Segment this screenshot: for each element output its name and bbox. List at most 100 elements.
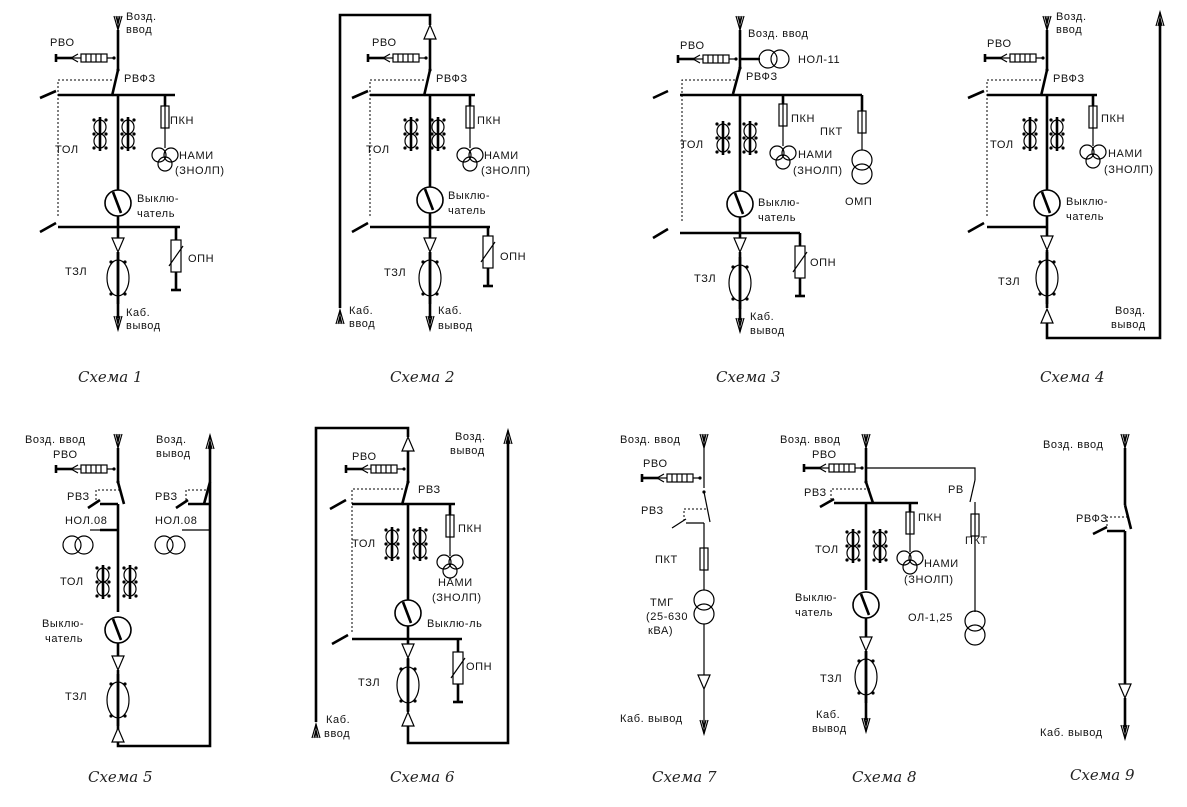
s4-in-label-1: Возд.	[1056, 11, 1087, 23]
s2-breaker-label-1: Выклю-	[448, 190, 490, 202]
s3-pkt-label: ПКТ	[820, 126, 843, 138]
s1-out-label-2: вывод	[126, 320, 161, 332]
s3-nol-label: НОЛ-11	[798, 54, 840, 66]
s8-breaker-label-2: чатель	[795, 607, 833, 619]
s2-rvfz-label: РВФЗ	[436, 73, 468, 85]
s4-breaker-label-1: Выклю-	[1066, 196, 1108, 208]
s8-out-label-2: вывод	[812, 723, 847, 735]
s2-nami-label: НАМИ	[484, 150, 519, 162]
s2-out-label-1: Каб.	[438, 305, 462, 317]
s4-out-label-2: вывод	[1111, 319, 1146, 331]
s2-tol-label: ТОЛ	[366, 144, 390, 156]
scheme-3: Возд. ввод РВО НОЛ-11 РВФЗ ТОЛ ПКН НАМИ …	[652, 15, 873, 386]
s3-omp-label: ОМП	[845, 196, 872, 208]
s8-rv-label: РВ	[948, 484, 964, 496]
s1-rvfz-label: РВФЗ	[124, 73, 156, 85]
s2-cable-in-label-1: Каб.	[349, 305, 373, 317]
s7-pkt-label: ПКТ	[655, 554, 678, 566]
scheme-9: Возд. ввод РВФЗ Каб. вывод Схема 9	[1040, 433, 1135, 784]
s3-out-label-2: вывод	[750, 325, 785, 337]
scheme-4: Возд. ввод РВО РВФЗ ТОЛ ПКН НАМИ (ЗНОЛП)…	[967, 11, 1165, 386]
s2-pkn-label: ПКН	[477, 115, 501, 127]
s1-in-label-1: Возд.	[126, 11, 157, 23]
s6-rvo-label: РВО	[352, 451, 377, 463]
s5-tzl-label: ТЗЛ	[65, 691, 87, 703]
s2-tzl-label: ТЗЛ	[384, 267, 406, 279]
s4-breaker-label-2: чатель	[1066, 211, 1104, 223]
scheme-6: РВО РВЗ ТОЛ ПКН НАМИ (ЗНОЛП) Выклю-ль ТЗ…	[311, 426, 513, 786]
s8-rvz-label: РВЗ	[804, 487, 827, 499]
s3-opn-label: ОПН	[810, 257, 836, 269]
s3-breaker-label-1: Выклю-	[758, 197, 800, 209]
s6-out-label-1: Возд.	[455, 431, 486, 443]
s5-nol2-label: НОЛ.08	[155, 515, 198, 527]
scheme-8: Возд. ввод РВО РВ ПКТ ОЛ-1,25 РВЗ ТОЛ ПК…	[780, 433, 988, 786]
s5-nol1-label: НОЛ.08	[65, 515, 108, 527]
s3-caption: Схема 3	[716, 368, 781, 386]
s6-nami-label: НАМИ	[438, 577, 473, 589]
s8-in-label: Возд. ввод	[780, 434, 841, 446]
s2-cable-in-label-2: ввод	[349, 318, 375, 330]
s4-tzl-label: ТЗЛ	[998, 276, 1020, 288]
s5-out-label-1: Возд.	[156, 434, 187, 446]
s4-caption: Схема 4	[1040, 368, 1105, 386]
s5-breaker-label-1: Выклю-	[42, 618, 84, 630]
s7-rvz-label: РВЗ	[641, 505, 664, 517]
scheme-7: Возд. ввод РВО РВЗ ПКТ ТМГ (25-630 кВА) …	[620, 433, 717, 786]
s6-cable-in-label-1: Каб.	[326, 714, 350, 726]
s3-in-label: Возд. ввод	[748, 28, 809, 40]
s6-cable-in-label-2: ввод	[324, 728, 350, 740]
s4-out-label-1: Возд.	[1115, 305, 1146, 317]
s6-breaker-label: Выклю-ль	[427, 618, 482, 630]
s7-tmg-label-3: кВА)	[648, 625, 673, 637]
s6-rvz-label: РВЗ	[418, 484, 441, 496]
s7-out-label: Каб. вывод	[620, 713, 683, 725]
s3-breaker-label-2: чатель	[758, 212, 796, 224]
s3-nami-label: НАМИ	[798, 149, 833, 161]
s9-in-label: Возд. ввод	[1043, 439, 1104, 451]
s3-rvfz-label: РВФЗ	[746, 71, 778, 83]
s2-breaker-label-2: чатель	[448, 205, 486, 217]
s1-in-label-2: ввод	[126, 24, 152, 36]
s8-breaker-label-1: Выклю-	[795, 592, 837, 604]
s2-znolp-label: (ЗНОЛП)	[481, 165, 531, 177]
s4-tol-label: ТОЛ	[990, 139, 1014, 151]
s7-rvo-label: РВО	[643, 458, 668, 470]
s8-znolp-label: (ЗНОЛП)	[904, 574, 954, 586]
s4-pkn-label: ПКН	[1101, 113, 1125, 125]
s5-rvo-label: РВО	[53, 449, 78, 461]
s8-rvo-label: РВО	[812, 449, 837, 461]
s1-caption: Схема 1	[78, 368, 143, 386]
s6-tzl-label: ТЗЛ	[358, 677, 380, 689]
s5-breaker-label-2: чатель	[45, 633, 83, 645]
s9-caption: Схема 9	[1070, 766, 1135, 784]
s4-znolp-label: (ЗНОЛП)	[1104, 164, 1154, 176]
s8-pkt-label: ПКТ	[965, 535, 988, 547]
s4-rvo-label: РВО	[987, 38, 1012, 50]
scheme-2: РВО РВФЗ ТОЛ ПКН НАМИ (ЗНОЛП) Выклю- чат…	[335, 13, 531, 386]
s4-rvfz-label: РВФЗ	[1053, 73, 1085, 85]
s1-tzl-label: ТЗЛ	[65, 266, 87, 278]
s8-pkn-label: ПКН	[918, 512, 942, 524]
s4-in-label-2: ввод	[1056, 24, 1082, 36]
s3-pkn-label: ПКН	[791, 113, 815, 125]
s2-out-label-2: вывод	[438, 320, 473, 332]
s2-opn-label: ОПН	[500, 251, 526, 263]
s3-znolp-label: (ЗНОЛП)	[793, 165, 843, 177]
scheme-5: Возд. ввод РВО РВЗ НОЛ.08 ТОЛ Выклю- чат…	[25, 433, 215, 786]
s1-rvo-label: РВО	[50, 37, 75, 49]
s3-tol-label: ТОЛ	[680, 139, 704, 151]
s1-breaker-label-2: чатель	[137, 208, 175, 220]
s8-caption: Схема 8	[852, 768, 917, 786]
s5-rvz1-label: РВЗ	[67, 491, 90, 503]
s8-nami-label: НАМИ	[924, 558, 959, 570]
s8-out-label-1: Каб.	[816, 709, 840, 721]
s8-tol-label: ТОЛ	[815, 544, 839, 556]
s3-out-label-1: Каб.	[750, 311, 774, 323]
scheme-1: Возд. ввод РВО РВФЗ ТОЛ ПКН НАМИ (ЗНОЛП)…	[39, 11, 224, 386]
s3-rvo-label: РВО	[680, 40, 705, 52]
s7-tmg-label-2: (25-630	[646, 611, 688, 623]
s7-in-label: Возд. ввод	[620, 434, 681, 446]
s8-ol-label: ОЛ-1,25	[908, 612, 953, 624]
